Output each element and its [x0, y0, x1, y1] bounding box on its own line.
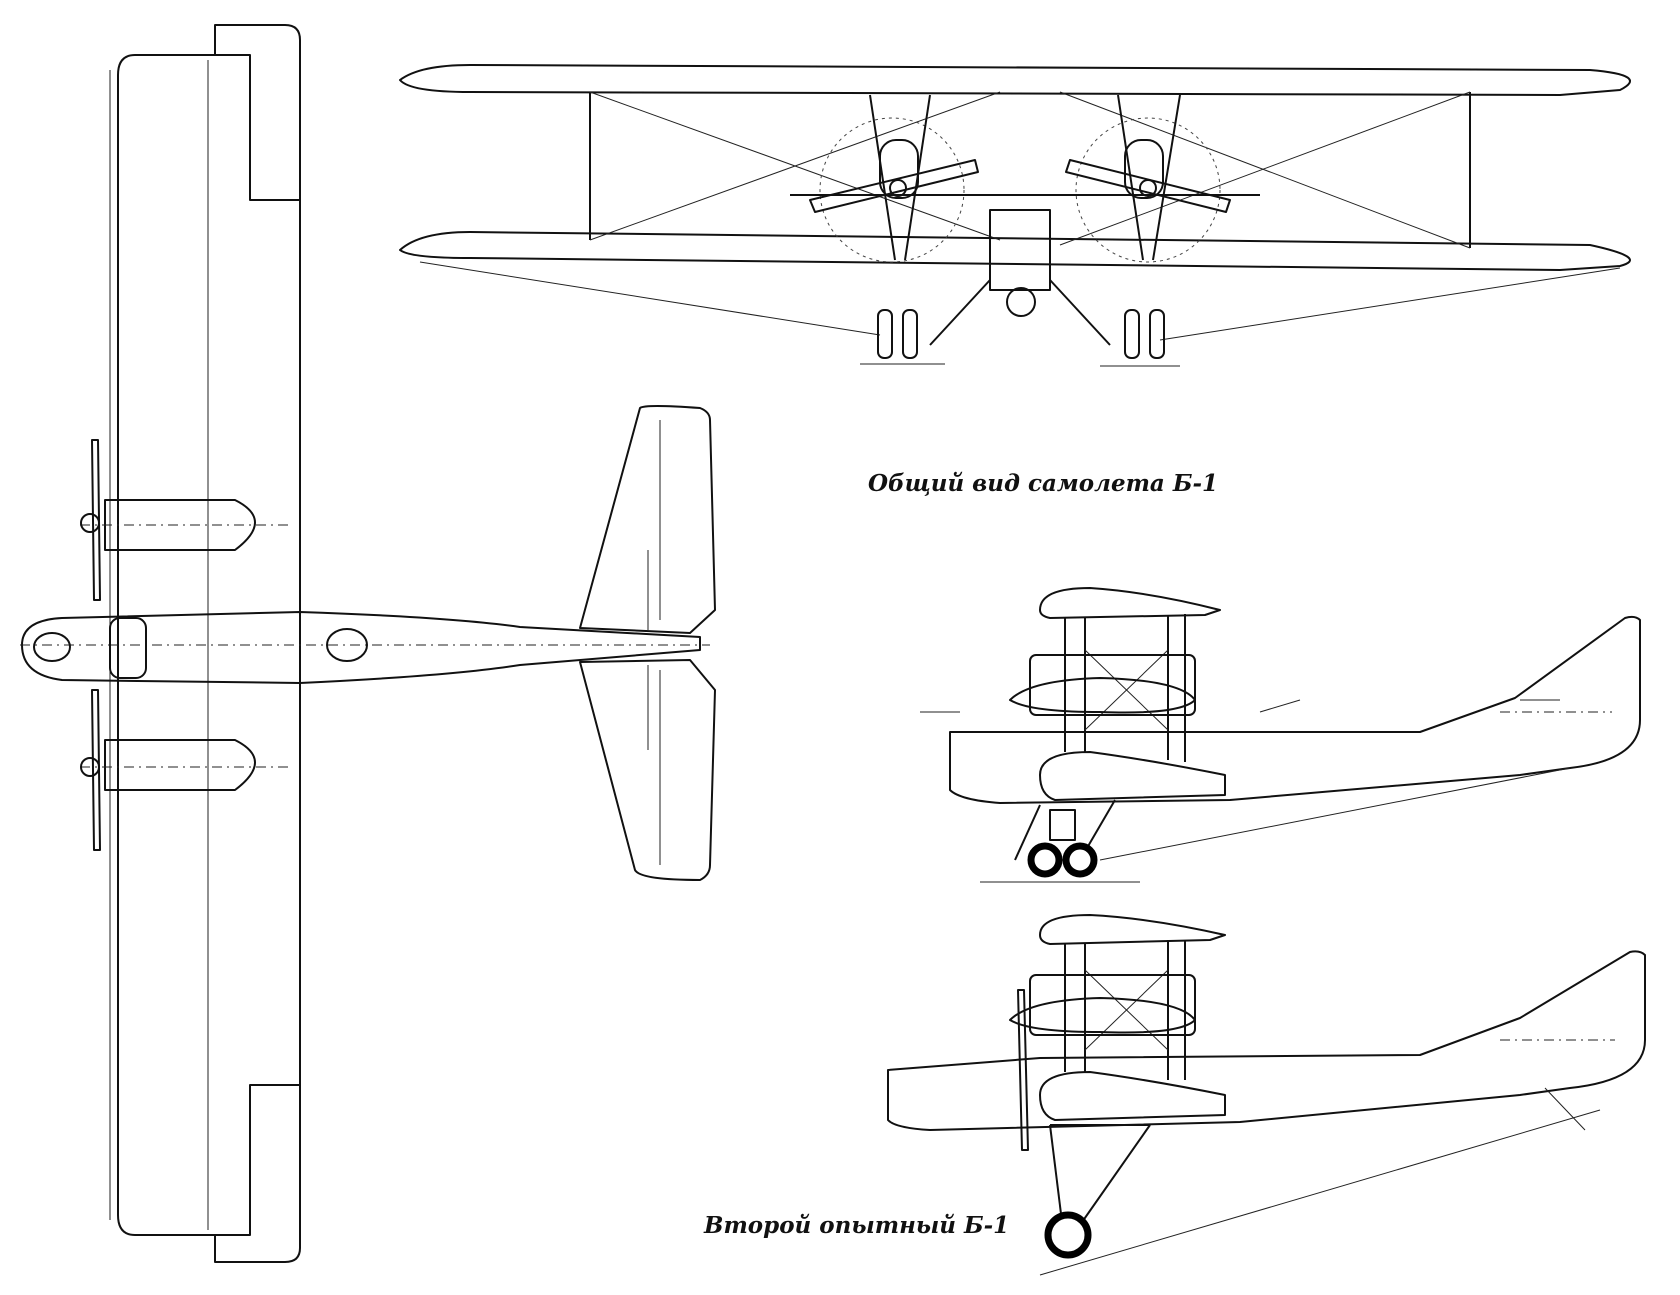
fuselage-plan: [21, 611, 701, 684]
front-engine-left: [809, 94, 979, 263]
second-prototype-side-view: [887, 914, 1646, 1276]
front-upper-wing: [399, 64, 1631, 96]
side-fuselage: [949, 615, 1641, 804]
caption-second-prototype: Второй опытный Б-1: [704, 1212, 1010, 1239]
tailplane-upper: [579, 405, 716, 634]
front-engine-right: [1065, 94, 1231, 263]
proto-landing-gear: [1039, 1087, 1601, 1276]
proto-propeller: [1017, 989, 1029, 1151]
engine-nacelle-lower: [104, 739, 256, 791]
proto-lower-wing: [1039, 1071, 1226, 1121]
propeller-upper: [91, 439, 101, 601]
front-lower-wing: [399, 231, 1631, 271]
front-landing-gear: [419, 261, 1621, 367]
front-fuselage: [989, 209, 1051, 291]
proto-upper-wing: [1039, 914, 1226, 945]
top-view: [20, 24, 716, 1263]
tailplane-lower: [579, 659, 716, 881]
side-view: [920, 587, 1641, 883]
engine-nacelle-upper: [104, 499, 256, 551]
upper-wing-planform: [117, 24, 301, 1263]
propeller-lower: [91, 689, 101, 851]
front-view: [399, 64, 1631, 367]
side-upper-wing: [1039, 587, 1221, 619]
side-landing-gear: [980, 767, 1571, 883]
proto-fuselage: [887, 950, 1646, 1131]
side-lower-wing: [1039, 751, 1226, 801]
caption-general-view: Общий вид самолета Б-1: [868, 470, 1219, 497]
